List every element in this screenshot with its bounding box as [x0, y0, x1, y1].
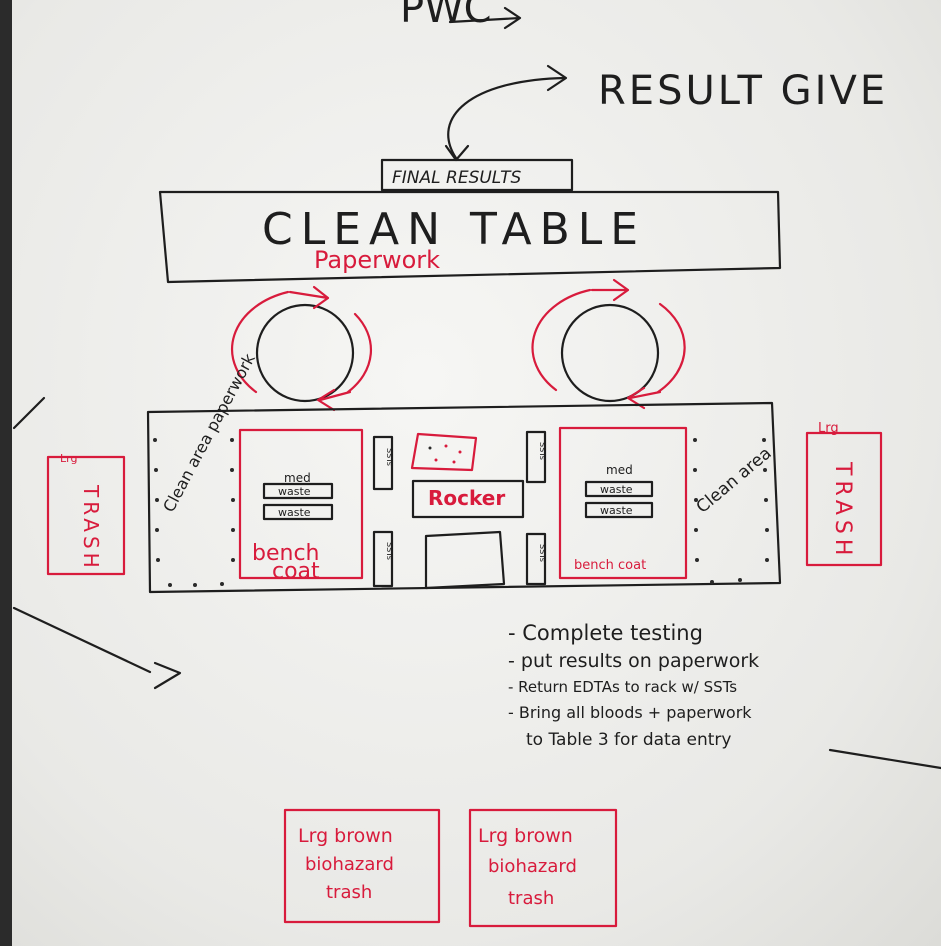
rack-top-left-label: SSTs: [385, 448, 394, 466]
rack-top-right-label: SSTs: [538, 442, 547, 460]
red-sponge-pad: [410, 432, 478, 472]
stray-line-arrow: [12, 606, 152, 674]
left-red-arc-left: [230, 290, 290, 394]
left-clean-area-label: Clean area paperwork: [159, 350, 259, 515]
left-red-arc-right: [346, 312, 373, 394]
right-red-arc-left: [531, 288, 592, 392]
note-line-2: - put results on paperwork: [508, 650, 759, 672]
rack-top-left: [372, 435, 394, 491]
curved-arrow-icon: [447, 76, 567, 160]
top-arrow-icon: [448, 6, 522, 30]
left-trash: [46, 455, 126, 576]
top-cropped-text: PWC: [400, 0, 492, 32]
arrowhead-down-icon: [444, 144, 470, 162]
right-red-arrowhead-icon: [590, 278, 630, 302]
sponge-dots: [428, 444, 462, 464]
right-trash-label: TRASH: [830, 461, 855, 560]
rack-bottom-left: [372, 530, 394, 588]
biohazard-trash-left: [283, 808, 441, 924]
center-box-bottom: [424, 530, 506, 590]
right-red-arc-right: [656, 302, 686, 394]
left-trash-label: TRASH: [79, 484, 103, 572]
board-edge: [0, 0, 12, 946]
stray-line-right: [828, 748, 941, 770]
clean-table-box: [158, 190, 782, 284]
right-trash-size: Lrg: [818, 421, 839, 436]
left-bench-label-1: bench: [252, 541, 319, 566]
main-table: [146, 401, 782, 594]
stray-arrowhead-icon: [153, 661, 182, 690]
right-circle: [560, 303, 660, 403]
left-bench-label-2: coat: [272, 559, 320, 584]
biohazard-left-line-2: biohazard: [305, 854, 394, 875]
right-bench-coat: [558, 426, 688, 580]
arrowhead-right-icon: [546, 64, 568, 92]
right-clean-area-dots: [693, 438, 769, 584]
final-results-box: [380, 158, 574, 192]
biohazard-left-line-3: trash: [326, 882, 372, 903]
left-red-arrowhead-icon: [288, 285, 330, 310]
note-line-4: - Bring all bloods + paperwork: [508, 703, 752, 722]
right-clean-area-label: Clean area: [693, 443, 776, 517]
rack-bottom-right: [525, 532, 547, 586]
note-line-3: - Return EDTAs to rack w/ SSTs: [508, 678, 737, 696]
left-bench-coat: [238, 428, 364, 580]
biohazard-right-line-3: trash: [508, 888, 554, 909]
left-waste-label-2: waste: [278, 506, 311, 519]
right-waste-box-2: [584, 501, 654, 519]
right-waste-label-1: waste: [600, 483, 633, 496]
left-red-arrowhead-bottom-icon: [316, 388, 352, 412]
right-waste-box-1: [584, 480, 654, 498]
rocker-label: Rocker: [428, 486, 505, 510]
rack-top-right: [525, 430, 547, 484]
biohazard-right-line-2: biohazard: [488, 856, 577, 877]
note-line-1: - Complete testing: [508, 621, 703, 645]
rack-bottom-right-label: SSTs: [538, 544, 547, 562]
right-waste-label-2: waste: [600, 504, 633, 517]
final-results-label: FINAL RESULTS: [392, 168, 522, 188]
left-bench-med: med: [284, 471, 311, 485]
paperwork-label: Paperwork: [314, 246, 440, 274]
left-clean-area-dots: [153, 438, 235, 587]
right-bench-label: bench coat: [574, 558, 646, 573]
left-waste-box-2: [262, 503, 334, 521]
left-circle: [255, 303, 355, 403]
left-waste-box-1: [262, 482, 334, 500]
right-bench-med: med: [606, 463, 633, 477]
result-give-text: RESULT GIVE: [598, 68, 888, 114]
right-trash: [805, 431, 883, 567]
rocker-box: [411, 479, 525, 519]
left-trash-size: Lrg: [60, 452, 77, 465]
stray-line-top: [12, 396, 46, 430]
biohazard-trash-right: [468, 808, 618, 928]
rack-bottom-left-label: SSTs: [385, 542, 394, 560]
note-line-5: to Table 3 for data entry: [526, 730, 731, 750]
left-waste-label-1: waste: [278, 485, 311, 498]
clean-table-label: CLEAN TABLE: [262, 204, 646, 255]
biohazard-left-line-1: Lrg brown: [298, 825, 393, 847]
biohazard-right-line-1: Lrg brown: [478, 825, 573, 847]
